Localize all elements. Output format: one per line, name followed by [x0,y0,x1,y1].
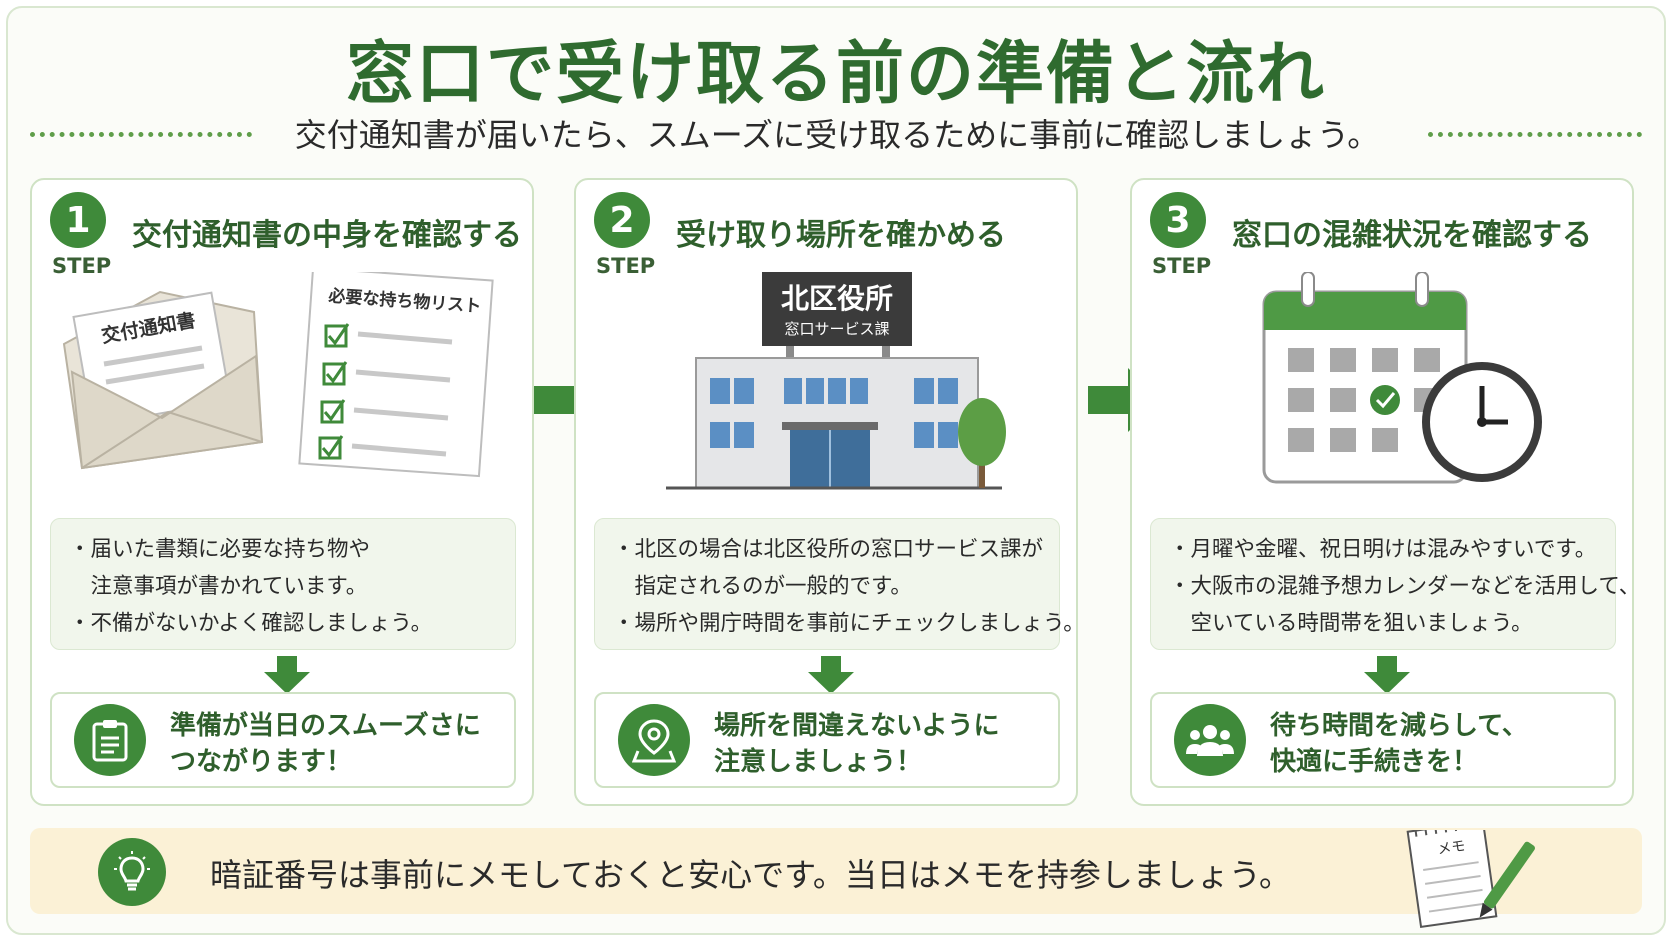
info-line: 注意事項が書かれています。 [69,574,368,599]
building-sign-main: 北区役所 [781,282,893,315]
info-box: ・北区の場合は北区役所の窓口サービス課が 指定されるのが一般的です。 ・場所や開… [594,518,1085,650]
tip-bar: 暗証番号は事前にメモしておくと安心です。当日はメモを持参しましょう。 メモ [30,828,1642,928]
step-title: 交付通知書の中身を確認する [132,218,522,253]
dotted-divider-left [30,132,252,137]
info-line: ・大阪市の混雑予想カレンダーなどを活用して、 [1169,574,1641,599]
result-text: 準備が当日のスムーズさに つながります！ [170,711,481,777]
down-arrow-icon [264,656,310,694]
result-box: 準備が当日のスムーズさに つながります！ [50,692,516,788]
calendar-clock-icon [1262,272,1542,484]
step-label: STEP [52,254,112,278]
office-building-icon: 北区役所 窓口サービス課 [666,272,1006,490]
info-line: ・場所や開庁時間を事前にチェックしましょう。 [613,611,1085,636]
step-number-badge: 2 [594,192,650,248]
step-title: 窓口の混雑状況を確認する [1232,218,1592,253]
step-number-badge: 1 [50,192,106,248]
info-box: ・月曜や金曜、祝日明けは混みやすいです。 ・大阪市の混雑予想カレンダーなどを活用… [1150,518,1641,650]
down-arrow-icon [1364,656,1410,694]
map-pin-icon [618,704,690,776]
people-group-icon [1174,704,1246,776]
info-line: ・不備がないかよく確認しましょう。 [69,611,433,636]
envelope-checklist-icon: 交付通知書 必要な持ち物リスト [62,272,494,478]
step-card-2: 2 STEP 受け取り場所を確かめる 北区役所 窓口サービス課 ・北区の場合は北… [574,178,1085,806]
step-title: 受け取り場所を確かめる [676,218,1006,253]
step-card-1: 1 STEP 交付通知書の中身を確認する 交付通知書 必要な持ち物リスト ・届い… [30,178,534,806]
page-title: 窓口で受け取る前の準備と流れ [345,35,1326,114]
info-box: ・届いた書類に必要な持ち物や 注意事項が書かれています。 ・不備がないかよく確認… [50,518,516,650]
info-line: ・月曜や金曜、祝日明けは混みやすいです。 [1169,537,1597,562]
building-sign-sub: 窓口サービス課 [784,320,889,338]
memo-pen-icon: メモ [1406,830,1535,928]
result-box: 場所を間違えないように 注意しましょう！ [594,692,1060,788]
lightbulb-icon [98,838,166,906]
info-line: ・北区の場合は北区役所の窓口サービス課が [613,537,1044,562]
result-text: 場所を間違えないように 注意しましょう！ [714,711,1000,777]
subtitle-row: 交付通知書が届いたら、スムーズに受け取るために事前に確認しましょう。 [0,110,1672,154]
info-line: ・届いた書類に必要な持ち物や [69,537,371,562]
memo-label: メモ [1436,838,1466,858]
step-label: STEP [596,254,656,278]
info-line: 指定されるのが一般的です。 [613,574,912,599]
step-card-3: 3 STEP 窓口の混雑状況を確認する ・月曜や金曜、祝日明けは混みやすいです。… [1130,178,1641,806]
dotted-divider-right [1428,132,1642,137]
step-number-badge: 3 [1150,192,1206,248]
tip-text: 暗証番号は事前にメモしておくと安心です。当日はメモを持参しましょう。 [210,856,1291,894]
down-arrow-icon [808,656,854,694]
step-label: STEP [1152,254,1212,278]
page-subtitle: 交付通知書が届いたら、スムーズに受け取るために事前に確認しましょう。 [294,116,1380,154]
info-line: 空いている時間帯を狙いましょう。 [1169,611,1533,636]
clipboard-icon [74,704,146,776]
result-text: 待ち時間を減らして、 快適に手続きを！ [1270,711,1528,777]
result-box: 待ち時間を減らして、 快適に手続きを！ [1150,692,1616,788]
